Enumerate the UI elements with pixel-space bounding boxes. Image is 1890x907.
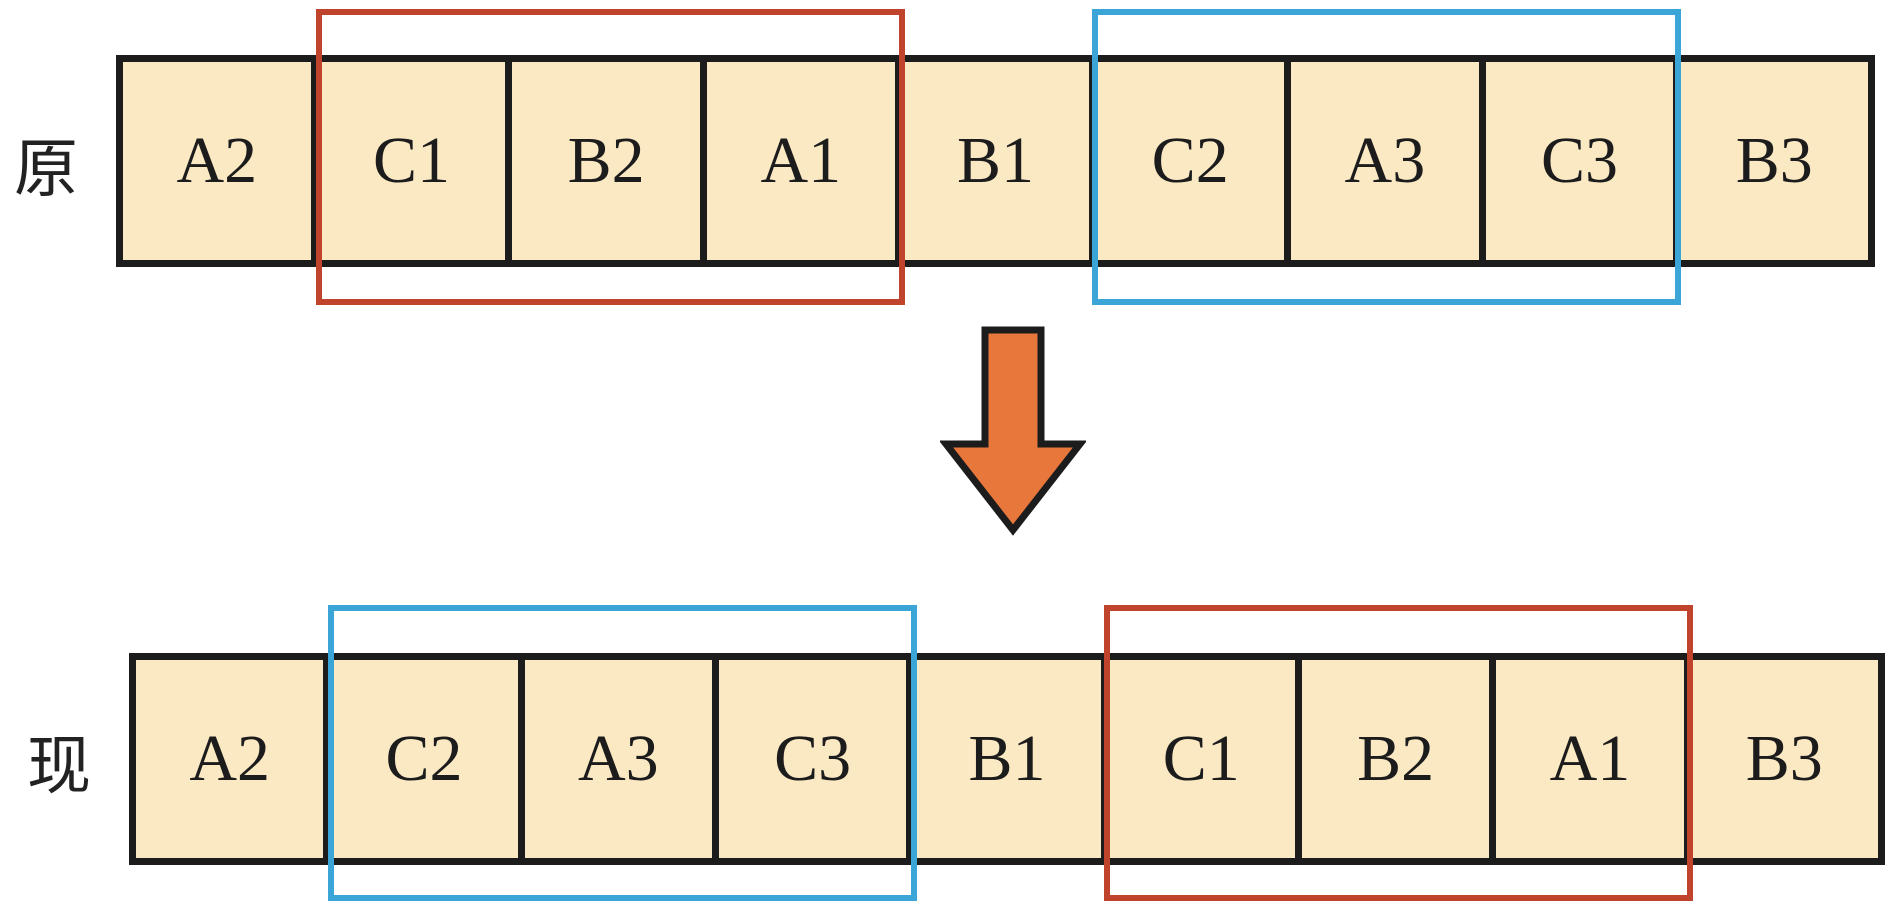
current-cell: B3 [1683, 660, 1878, 858]
original-cell: C2 [1089, 62, 1284, 260]
original-cell: A3 [1284, 62, 1479, 260]
original-cell: A2 [176, 124, 258, 197]
original-sequence-strip: A2 C1 B2 A1 B1 C2 A3 C3 B3 [116, 55, 1875, 267]
original-cell: C3 [1478, 62, 1674, 260]
original-cell: B1 [894, 62, 1090, 260]
current-row-label: 现 [27, 730, 91, 804]
current-cell: C1 [1100, 660, 1295, 858]
current-sequence-strip: A2 C2 A3 C3 B1 C1 B2 A1 B3 [129, 653, 1885, 865]
original-cell: B2 [505, 62, 700, 260]
current-cell: A3 [517, 660, 712, 858]
original-cell: B3 [1673, 62, 1868, 260]
down-arrow-icon [940, 326, 1086, 536]
original-cell: C1 [310, 62, 506, 260]
current-cell: C3 [711, 660, 906, 858]
current-cell: B2 [1294, 660, 1489, 858]
current-cell: A1 [1489, 660, 1683, 858]
current-cell: C2 [323, 660, 517, 858]
current-cell: B1 [906, 660, 1100, 858]
current-cell: A2 [189, 722, 270, 795]
original-row-label: 原 [14, 133, 78, 207]
original-cell: A1 [700, 62, 895, 260]
